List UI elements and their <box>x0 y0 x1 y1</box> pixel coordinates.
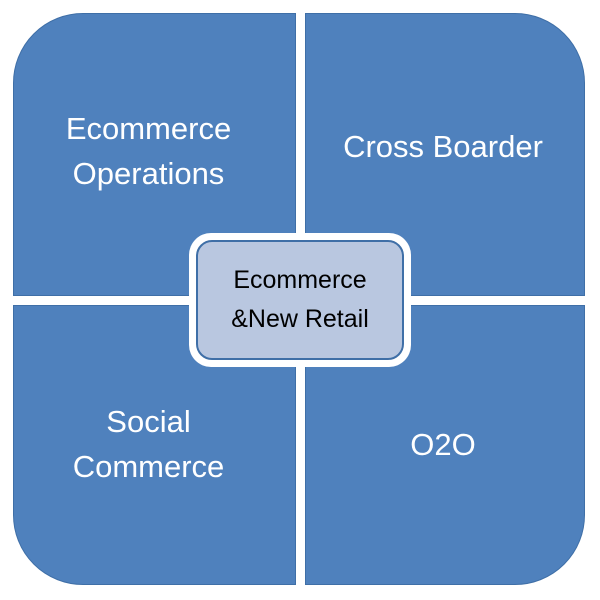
quadrant-label-bottom-left: Social Commerce <box>72 404 225 484</box>
center-label: Ecommerce &New Retail <box>231 266 369 333</box>
center-box-inner: Ecommerce &New Retail <box>196 240 404 360</box>
quadrant-ecommerce-operations: Ecommerce Operations <box>13 13 296 296</box>
quadrant-label-top-right: Cross Boarder <box>343 129 543 165</box>
quadrant-label-bottom-right: O2O <box>410 426 476 462</box>
center-box: Ecommerce &New Retail <box>189 233 411 367</box>
quadrant-label-top-left: Ecommerce Operations <box>65 110 232 191</box>
